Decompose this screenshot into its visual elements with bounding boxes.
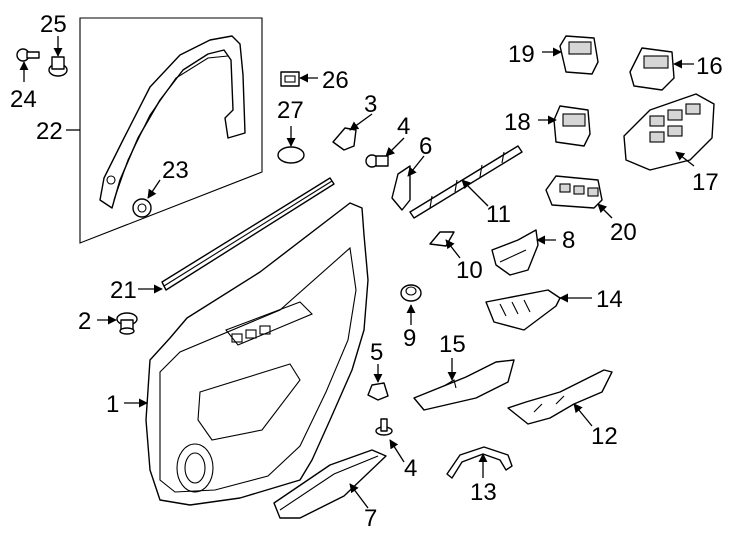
part-13-bracket xyxy=(446,446,513,479)
callout-22: 22 xyxy=(36,118,63,145)
part-17-master-switch xyxy=(623,93,715,171)
window-frame-inset-box xyxy=(79,17,263,244)
part-23-clip xyxy=(132,198,152,218)
callout-9: 9 xyxy=(403,325,416,352)
callout-17: 17 xyxy=(692,169,719,196)
part-18-switch xyxy=(553,105,591,147)
part-26-clip xyxy=(280,71,300,87)
callout-3: 3 xyxy=(364,91,377,118)
part-3-retainer xyxy=(332,127,357,151)
callout-labels: 1 2 3 4 4 5 6 7 8 9 10 11 12 13 14 15 16… xyxy=(10,11,723,532)
callout-20: 20 xyxy=(610,219,637,246)
leader-lines xyxy=(19,36,695,509)
part-19-switch xyxy=(559,35,599,75)
callout-10: 10 xyxy=(456,257,483,284)
leader-3 xyxy=(349,113,373,131)
callout-8: 8 xyxy=(562,227,575,254)
leader-12 xyxy=(573,403,593,427)
callout-18: 18 xyxy=(504,109,531,136)
callout-13: 13 xyxy=(470,479,497,506)
callout-19: 19 xyxy=(508,41,535,68)
part-14-switch-bezel xyxy=(485,289,561,331)
part-25-bolt xyxy=(48,56,68,77)
part-1-door-trim-panel xyxy=(145,202,369,506)
callout-15: 15 xyxy=(439,331,466,358)
callout-23: 23 xyxy=(162,157,189,184)
part-9-clip xyxy=(400,284,422,302)
callout-4a: 4 xyxy=(397,113,410,140)
callout-14: 14 xyxy=(596,286,623,313)
callout-4b: 4 xyxy=(404,455,417,482)
callout-7: 7 xyxy=(364,505,377,532)
callout-11: 11 xyxy=(486,201,511,228)
part-8-handle-housing xyxy=(491,229,539,276)
part-16-switch xyxy=(629,47,675,91)
callout-12: 12 xyxy=(591,423,618,450)
part-21-belt-weatherstrip xyxy=(161,177,335,291)
callout-1: 1 xyxy=(106,391,119,418)
part-7-armrest-pad xyxy=(273,449,387,519)
leader-4b xyxy=(389,439,405,463)
part-12-lower-bracket xyxy=(507,369,613,425)
part-27-plug xyxy=(277,146,305,164)
callout-26: 26 xyxy=(322,67,349,94)
part-10-bezel xyxy=(429,231,455,247)
part-15-trim-panel xyxy=(413,359,515,411)
leader-6 xyxy=(407,155,425,177)
callout-16: 16 xyxy=(696,53,723,80)
part-24-screw xyxy=(16,48,40,62)
callout-6: 6 xyxy=(419,133,432,160)
leader-11 xyxy=(461,179,489,207)
part-4-screw-upper xyxy=(365,154,389,168)
callout-2: 2 xyxy=(78,308,91,335)
callout-5: 5 xyxy=(370,339,383,366)
part-6-bracket xyxy=(391,165,411,211)
leader-17 xyxy=(675,151,695,167)
leader-7 xyxy=(349,483,369,509)
callout-25: 25 xyxy=(40,11,67,38)
leader-23 xyxy=(147,179,161,199)
leader-4a xyxy=(385,137,405,157)
part-4-screw-lower xyxy=(375,418,393,436)
part-22-window-frame-moulding xyxy=(99,35,246,209)
callout-27: 27 xyxy=(277,97,304,124)
part-2-clip xyxy=(116,312,138,335)
leader-20 xyxy=(597,203,613,219)
callout-21: 21 xyxy=(110,277,137,304)
part-20-switch-module xyxy=(545,175,603,209)
leader-10 xyxy=(445,239,461,259)
part-5-bracket xyxy=(367,382,389,401)
callout-24: 24 xyxy=(10,86,37,113)
